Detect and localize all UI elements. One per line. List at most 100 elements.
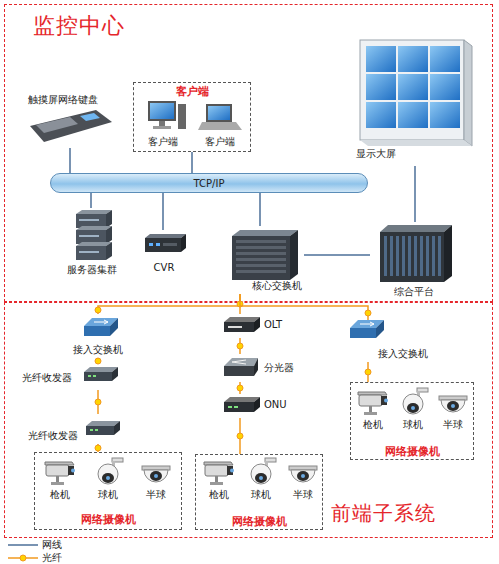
platform-icon bbox=[380, 232, 444, 282]
server-cluster: 服务器集群 bbox=[62, 208, 122, 278]
camera-icon bbox=[142, 466, 170, 482]
network-line bbox=[414, 166, 416, 222]
speed-dome-camera: 球机 bbox=[241, 455, 281, 503]
node-label: 枪机 bbox=[38, 489, 82, 501]
camera-icon bbox=[45, 462, 75, 485]
client-group: 客户端客户端客户端 bbox=[133, 82, 251, 152]
node-label: 光纤收发器 bbox=[28, 430, 78, 442]
display-wall: 显示大屏 bbox=[352, 36, 472, 166]
core-switch-icon bbox=[290, 230, 298, 280]
access-switch-icon bbox=[94, 320, 108, 324]
node-label: 球机 bbox=[394, 419, 432, 431]
speed-dome-camera: 球机 bbox=[86, 455, 130, 503]
node-label: 分光器 bbox=[264, 362, 294, 374]
transceiver-icon bbox=[86, 421, 120, 435]
speed-dome-camera: 球机 bbox=[394, 385, 432, 433]
video-wall-icon bbox=[464, 40, 472, 146]
fiber-dot bbox=[365, 310, 371, 316]
camera-icon bbox=[45, 388, 467, 485]
splitter-box: 分光器 bbox=[220, 354, 298, 382]
fiber-dot bbox=[237, 385, 243, 391]
cvr-icon bbox=[149, 243, 153, 246]
transceiver-icon bbox=[88, 375, 91, 377]
server-icon bbox=[106, 226, 112, 244]
video-wall-icon bbox=[366, 102, 396, 128]
olt-icon bbox=[228, 326, 242, 328]
desktop-icon bbox=[148, 101, 186, 129]
bullet-camera: 枪机 bbox=[354, 385, 392, 433]
platform-icon bbox=[402, 236, 405, 276]
bullet-camera: 枪机 bbox=[38, 455, 82, 503]
video-wall-icon bbox=[360, 40, 464, 140]
platform-icon bbox=[396, 236, 399, 276]
core-switch-icon bbox=[232, 230, 298, 280]
camera-icon bbox=[403, 388, 428, 414]
fiber-line bbox=[98, 294, 240, 314]
platform-icon bbox=[380, 225, 452, 282]
platform-icon bbox=[432, 236, 435, 276]
node-label: 球机 bbox=[86, 489, 130, 501]
camera-icon bbox=[251, 458, 276, 484]
client-laptop: 客户端 bbox=[192, 98, 247, 150]
keyboard-icon bbox=[30, 110, 112, 142]
node-label: 接入交换机 bbox=[378, 348, 428, 360]
camera-icon bbox=[439, 396, 467, 412]
node-label: 前端子系统 bbox=[331, 501, 436, 525]
node-label: 枪机 bbox=[354, 419, 392, 431]
server-icon bbox=[76, 246, 106, 260]
fiber-line bbox=[239, 338, 241, 354]
server-icon bbox=[106, 210, 112, 228]
camera-group: 网络摄像机 枪机球机半球 bbox=[350, 382, 474, 460]
olt-icon bbox=[224, 322, 254, 332]
node-label: 半球 bbox=[134, 489, 178, 501]
camera-icon bbox=[289, 466, 317, 482]
fiber-dot bbox=[95, 358, 101, 364]
fiber-dot bbox=[365, 369, 371, 375]
node-label: 半球 bbox=[283, 489, 323, 501]
core-switch-icon bbox=[232, 230, 298, 236]
transceiver-icon bbox=[112, 367, 118, 381]
node-label: CVR bbox=[138, 262, 190, 274]
fiber-line bbox=[97, 444, 99, 452]
keyboard-icon bbox=[80, 113, 100, 121]
splitter-icon bbox=[224, 358, 258, 366]
transceiver-icon bbox=[84, 372, 112, 381]
access-switch-icon bbox=[360, 322, 374, 326]
fiber-transceiver: 光纤收发器 bbox=[26, 414, 118, 444]
node-label: 接入交换机 bbox=[66, 344, 130, 356]
dome-camera: 半球 bbox=[434, 385, 472, 433]
node-label: 显示大屏 bbox=[356, 148, 396, 160]
fiber-line bbox=[239, 294, 241, 314]
server-icon bbox=[79, 235, 99, 237]
node-label: 服务器集群 bbox=[62, 264, 122, 276]
cvr-icon bbox=[145, 238, 181, 252]
video-wall-icon bbox=[398, 74, 428, 100]
node-label: 网络摄像机 bbox=[351, 445, 473, 458]
access-switch-icon bbox=[376, 320, 384, 338]
front-end-region: 前端子系统接入交换机光纤收发器光纤收发器网络摄像机枪机球机半球OLT分光器ONU… bbox=[4, 302, 493, 538]
platform-icon bbox=[380, 225, 452, 232]
platform-icon bbox=[420, 236, 423, 276]
desktop-icon bbox=[150, 103, 174, 119]
server-icon bbox=[76, 242, 112, 246]
keyboard-icon bbox=[36, 117, 78, 133]
transceiver-icon bbox=[114, 421, 120, 435]
camera-group: 网络摄像机枪机球机半球 bbox=[195, 454, 323, 530]
legend-sample bbox=[20, 555, 26, 561]
monitor-center-region: 监控中心客户端客户端客户端触摸屏网络键盘显示大屏TCP/IP服务器集群CVR核心… bbox=[4, 4, 493, 302]
network-line bbox=[90, 193, 92, 208]
server-icon bbox=[76, 210, 112, 214]
core-switch-icon bbox=[236, 240, 286, 243]
platform-icon bbox=[438, 236, 441, 276]
keyboard-icon bbox=[30, 110, 112, 142]
transceiver-icon bbox=[86, 426, 114, 435]
video-wall-icon bbox=[430, 46, 460, 72]
server-icon bbox=[76, 230, 106, 244]
fiber-dot bbox=[95, 399, 101, 405]
fiber-transceiver: 光纤收发器 bbox=[22, 364, 116, 390]
onu-icon bbox=[224, 397, 260, 402]
platform-icon bbox=[414, 236, 417, 276]
